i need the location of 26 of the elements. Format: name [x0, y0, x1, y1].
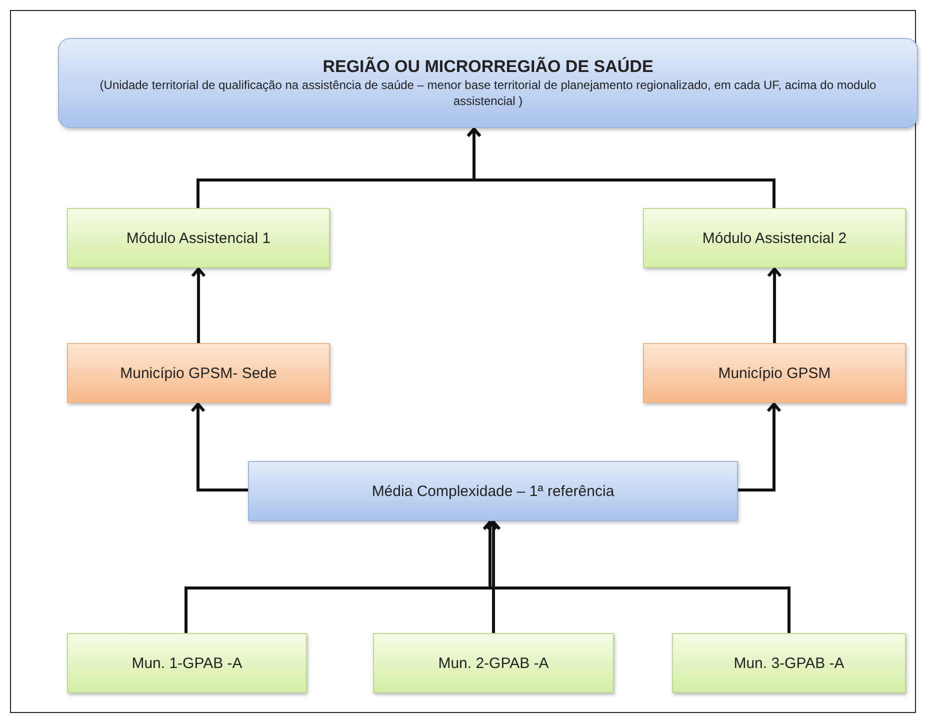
connector-arrow [767, 268, 782, 343]
connector-arrow [466, 128, 776, 208]
process-box [672, 633, 906, 693]
region-box [58, 38, 918, 128]
connector-arrow [191, 268, 206, 343]
box-label: Módulo Assistencial 1 [126, 230, 271, 246]
box-label: Mun. 1-GPAB -A [132, 654, 242, 672]
box-heading: REGIÃO OU MICRORREGIÃO DE SAÚDE [322, 56, 654, 77]
process-box [373, 633, 614, 693]
box-label: Município GPSM [718, 364, 831, 382]
process-box [643, 208, 906, 268]
connector-arrow [486, 520, 501, 633]
connector-arrow [190, 402, 248, 492]
connector-arrow [738, 402, 782, 492]
box-label: Mun. 2-GPAB -A [438, 654, 549, 672]
referral-box [248, 461, 738, 521]
process-box [643, 343, 906, 403]
connector-arrow [482, 520, 790, 633]
box-label: Mun. 3-GPAB -A [734, 654, 844, 672]
box-label: Módulo Assistencial 2 [702, 230, 847, 246]
process-box [67, 343, 330, 403]
process-box [67, 208, 330, 268]
process-box [67, 633, 307, 693]
box-label: Município GPSM- Sede [120, 364, 277, 382]
box-description: (Unidade territorial de qualificação na assistência de saúde – menor base territorial de planejamento regionalizado, em cada UF, acima do modulo assistencial ) [98, 76, 878, 110]
box-label: Média Complexidade – 1ª referência [372, 482, 614, 500]
